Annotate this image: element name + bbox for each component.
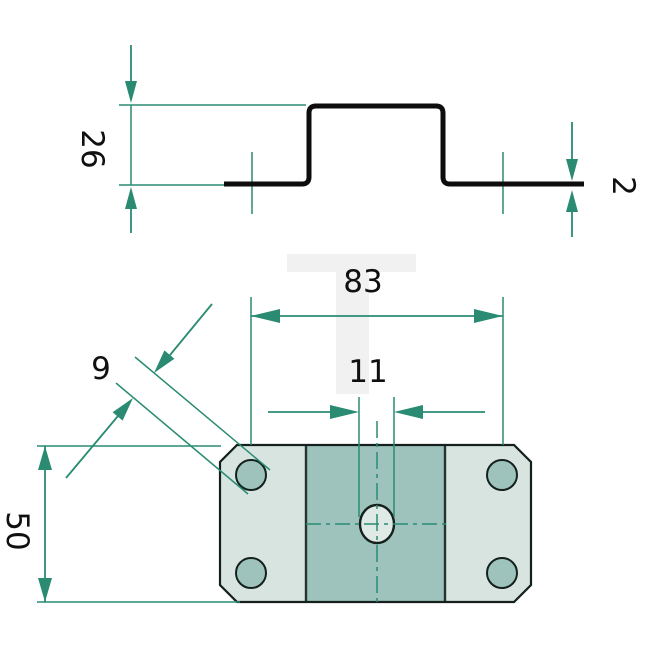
dim-11-arrow-right-icon	[330, 405, 359, 419]
dim-11-label: 11	[348, 354, 387, 390]
dimension-2: 2	[566, 122, 641, 237]
watermark-t-stem	[336, 254, 369, 394]
dimension-11: 11	[268, 354, 485, 517]
dim-9-extension-lower	[115, 382, 249, 495]
dim-26-arrow-up-icon	[125, 187, 137, 209]
watermark-t	[287, 254, 416, 394]
dim-83-arrow-right-icon	[474, 309, 503, 323]
plate-outline	[218, 443, 533, 604]
dim-2-label: 2	[605, 176, 641, 196]
corner-hole-bottom-left	[235, 557, 267, 589]
dim-9-arrow-down-left-icon	[154, 350, 175, 373]
dim-83-arrow-left-icon	[251, 309, 280, 323]
dim-9-extension-upper	[134, 356, 271, 471]
dim-50-arrow-up-icon	[38, 446, 52, 470]
dimension-26: 26	[74, 45, 137, 233]
dimension-83: 83	[250, 264, 504, 445]
dim-11-arrow-left-icon	[394, 405, 423, 419]
dim-9-tail-lower	[65, 415, 119, 479]
corner-hole-top-left	[235, 459, 267, 491]
section-view: 26 2	[74, 45, 641, 237]
dimension-9: 9	[65, 303, 271, 495]
corner-hole-top-right	[486, 459, 518, 491]
dim-9-arrow-up-right-icon	[112, 398, 133, 421]
dim-50-label: 50	[0, 511, 35, 550]
dim-2-arrow-down-icon	[566, 159, 578, 181]
dim-2-arrow-up-icon	[566, 190, 578, 212]
dim-50-arrow-down-icon	[38, 578, 52, 602]
dim-9-label: 9	[91, 351, 111, 387]
hat-profile-line	[224, 103, 584, 187]
dimension-50: 50	[0, 445, 240, 603]
dim-83-label: 83	[343, 264, 382, 300]
plan-view: 83 11 9 50	[0, 264, 533, 606]
dim-26-label: 26	[74, 129, 110, 168]
dim-9-tail-upper	[169, 303, 213, 356]
dim-26-arrow-down-icon	[125, 81, 137, 103]
corner-hole-bottom-right	[486, 557, 518, 589]
